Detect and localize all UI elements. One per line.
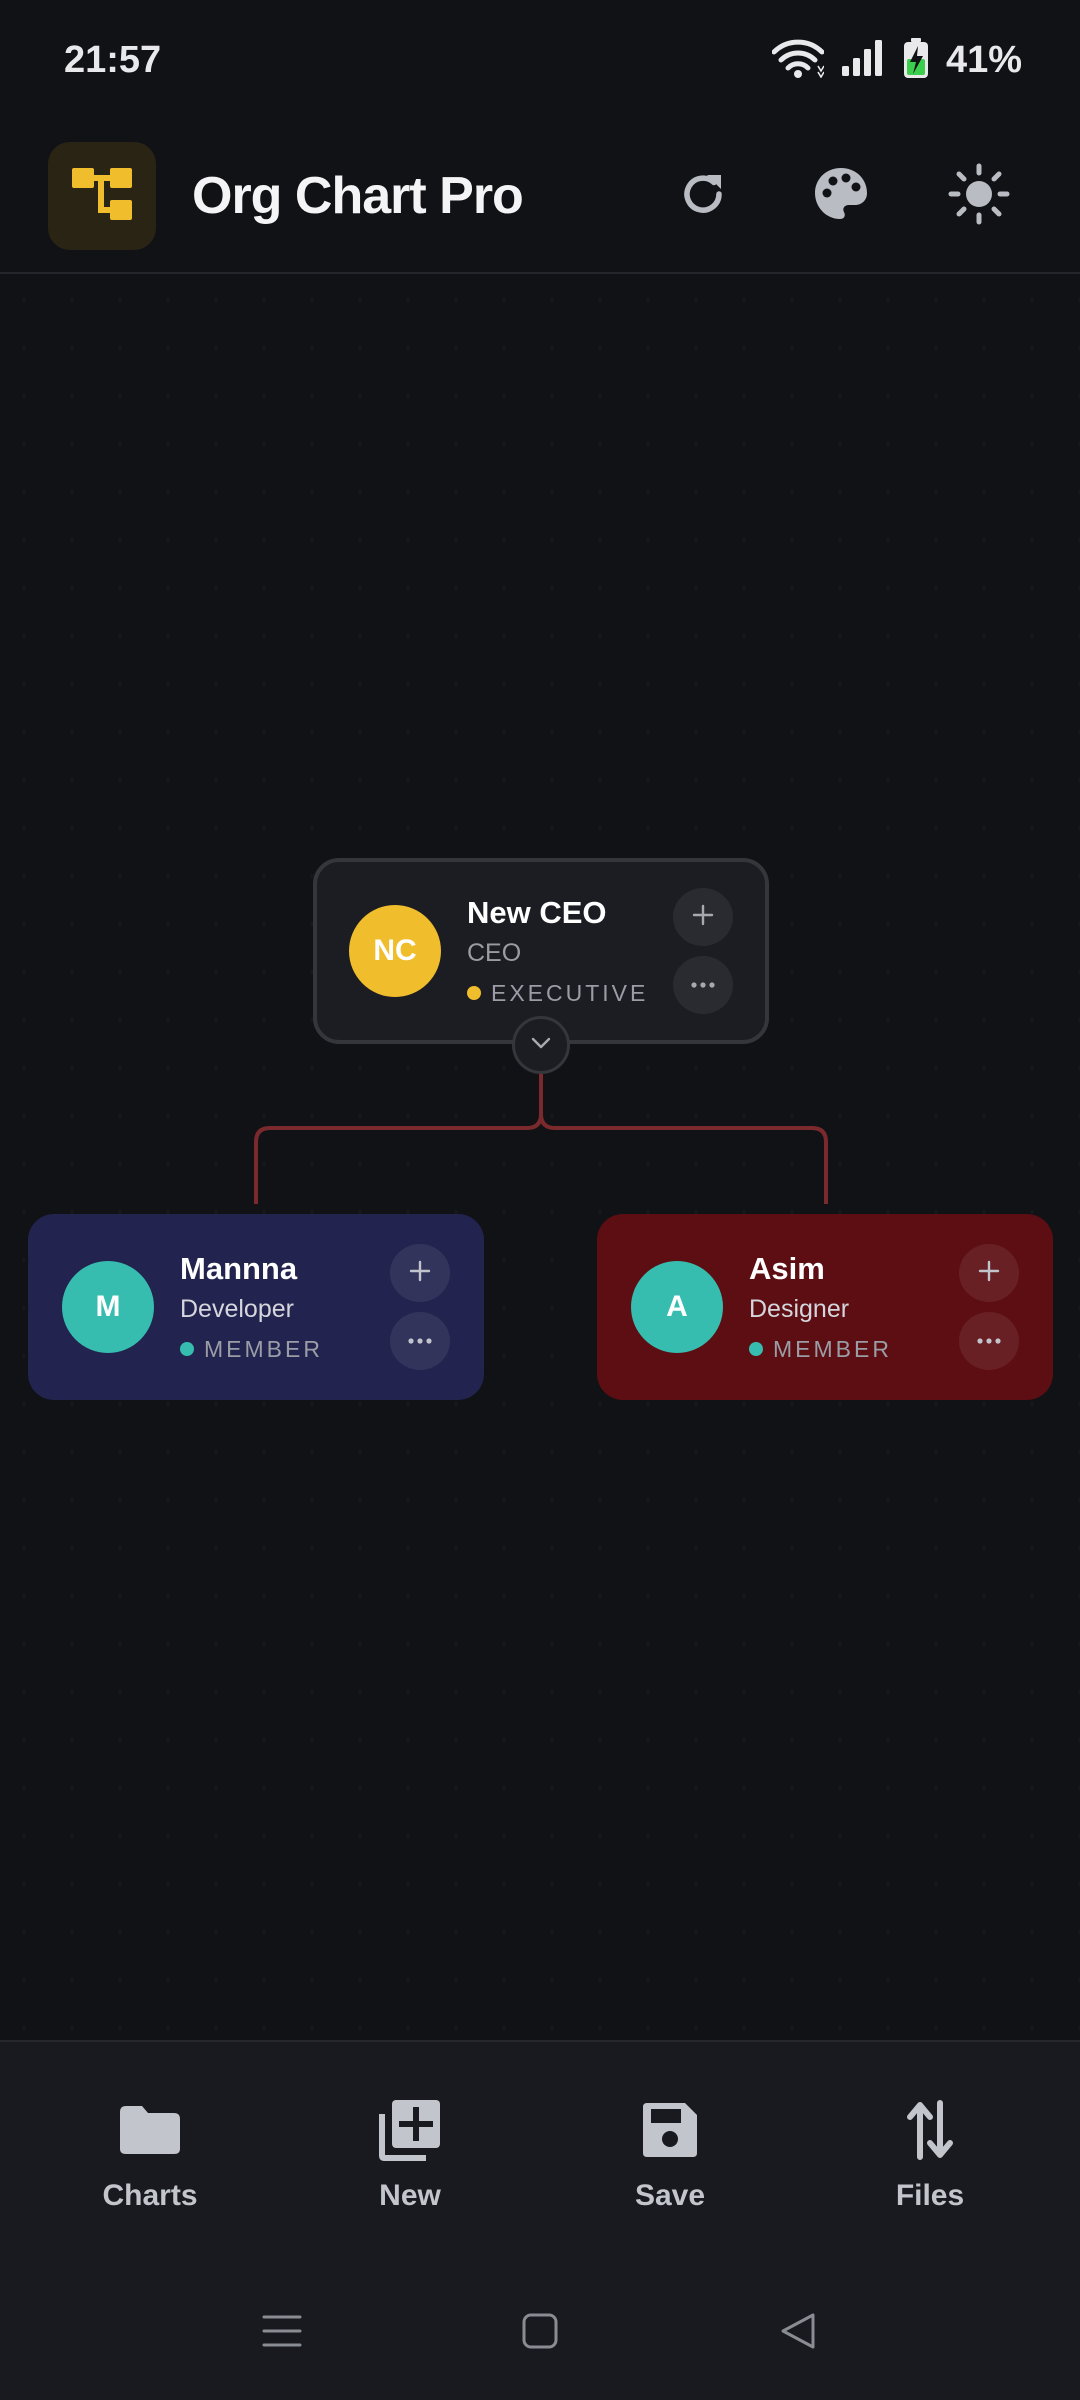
add-child-button[interactable]	[390, 1244, 450, 1302]
bottom-nav: Charts New Save	[0, 2040, 1080, 2266]
wifi-icon	[771, 38, 825, 83]
system-nav-bar	[0, 2266, 1080, 2400]
node-info: New CEO CEO EXECUTIVE	[467, 893, 673, 1009]
save-icon	[635, 2095, 705, 2165]
node-role: Designer	[749, 1295, 850, 1323]
node-tag: MEMBER	[180, 1333, 390, 1365]
theme-palette-button[interactable]	[804, 159, 878, 233]
home-button[interactable]	[516, 2309, 564, 2357]
tag-text: MEMBER	[204, 1336, 323, 1362]
battery-charging-icon	[902, 37, 930, 84]
node-buttons	[959, 1244, 1019, 1370]
app-actions	[666, 159, 1032, 233]
add-child-button[interactable]	[959, 1244, 1019, 1302]
avatar: NC	[349, 905, 441, 997]
org-node-member[interactable]: M Mannna Developer MEMBER	[28, 1214, 484, 1400]
more-horizontal-icon	[407, 1332, 433, 1350]
avatar: M	[62, 1261, 154, 1353]
back-button[interactable]	[774, 2309, 822, 2357]
plus-icon	[408, 1259, 432, 1288]
org-node-member[interactable]: A Asim Designer MEMBER	[597, 1214, 1053, 1400]
nav-item-new[interactable]: New	[310, 2095, 510, 2213]
status-icons: 41%	[771, 37, 1022, 84]
node-info: Mannna Developer MEMBER	[180, 1249, 390, 1365]
triangle-back-icon	[779, 2312, 817, 2355]
node-name: New CEO	[467, 895, 607, 930]
refresh-icon	[677, 168, 729, 225]
recent-apps-button[interactable]	[258, 2309, 306, 2357]
nav-item-charts[interactable]: Charts	[50, 2095, 250, 2213]
nav-label: Files	[895, 2179, 965, 2212]
org-chart-icon	[70, 164, 134, 229]
node-name: Asim	[749, 1251, 825, 1286]
tag-text: EXECUTIVE	[491, 980, 649, 1006]
brightness-icon	[948, 163, 1010, 230]
add-library-icon	[375, 2095, 445, 2165]
nav-label: Save	[634, 2179, 706, 2212]
node-name: Mannna	[180, 1251, 298, 1286]
brightness-toggle-button[interactable]	[942, 159, 1016, 233]
add-child-button[interactable]	[673, 888, 733, 946]
plus-icon	[977, 1259, 1001, 1288]
battery-percent: 41%	[945, 38, 1022, 81]
node-buttons	[390, 1244, 450, 1370]
app-logo	[48, 142, 156, 250]
refresh-button[interactable]	[666, 159, 740, 233]
folder-icon	[115, 2095, 185, 2165]
nav-label: New	[379, 2179, 441, 2212]
more-options-button[interactable]	[673, 956, 733, 1014]
menu-lines-icon	[262, 2313, 302, 2354]
chevron-down-icon	[530, 1036, 552, 1055]
node-role: Developer	[180, 1295, 294, 1323]
more-horizontal-icon	[976, 1332, 1002, 1350]
tag-dot	[749, 1342, 763, 1356]
square-icon	[521, 2312, 559, 2355]
more-horizontal-icon	[690, 976, 716, 994]
nav-item-files[interactable]: Files	[830, 2095, 1030, 2213]
app-bar: Org Chart Pro	[0, 120, 1080, 274]
nav-item-save[interactable]: Save	[570, 2095, 770, 2213]
status-time: 21:57	[64, 38, 162, 81]
node-info: Asim Designer MEMBER	[749, 1249, 959, 1365]
node-buttons	[673, 888, 733, 1014]
more-options-button[interactable]	[959, 1312, 1019, 1370]
status-bar: 21:57	[0, 0, 1080, 120]
org-node-ceo[interactable]: NC New CEO CEO EXECUTIVE	[313, 858, 769, 1044]
connector-lines	[254, 1072, 828, 1204]
palette-icon	[812, 165, 870, 228]
node-tag: EXECUTIVE	[467, 977, 673, 1009]
more-options-button[interactable]	[390, 1312, 450, 1370]
nav-label: Charts	[102, 2179, 198, 2212]
avatar: A	[631, 1261, 723, 1353]
signal-icon	[840, 38, 886, 83]
app-title: Org Chart Pro	[192, 167, 524, 225]
tag-dot	[467, 986, 481, 1000]
node-tag: MEMBER	[749, 1333, 959, 1365]
node-role: CEO	[467, 939, 522, 967]
swap-vertical-icon	[895, 2095, 965, 2165]
tag-text: MEMBER	[773, 1336, 892, 1362]
org-chart-canvas[interactable]: NC New CEO CEO EXECUTIVE	[0, 276, 1080, 2040]
tag-dot	[180, 1342, 194, 1356]
plus-icon	[691, 903, 715, 932]
collapse-children-button[interactable]	[512, 1016, 570, 1074]
